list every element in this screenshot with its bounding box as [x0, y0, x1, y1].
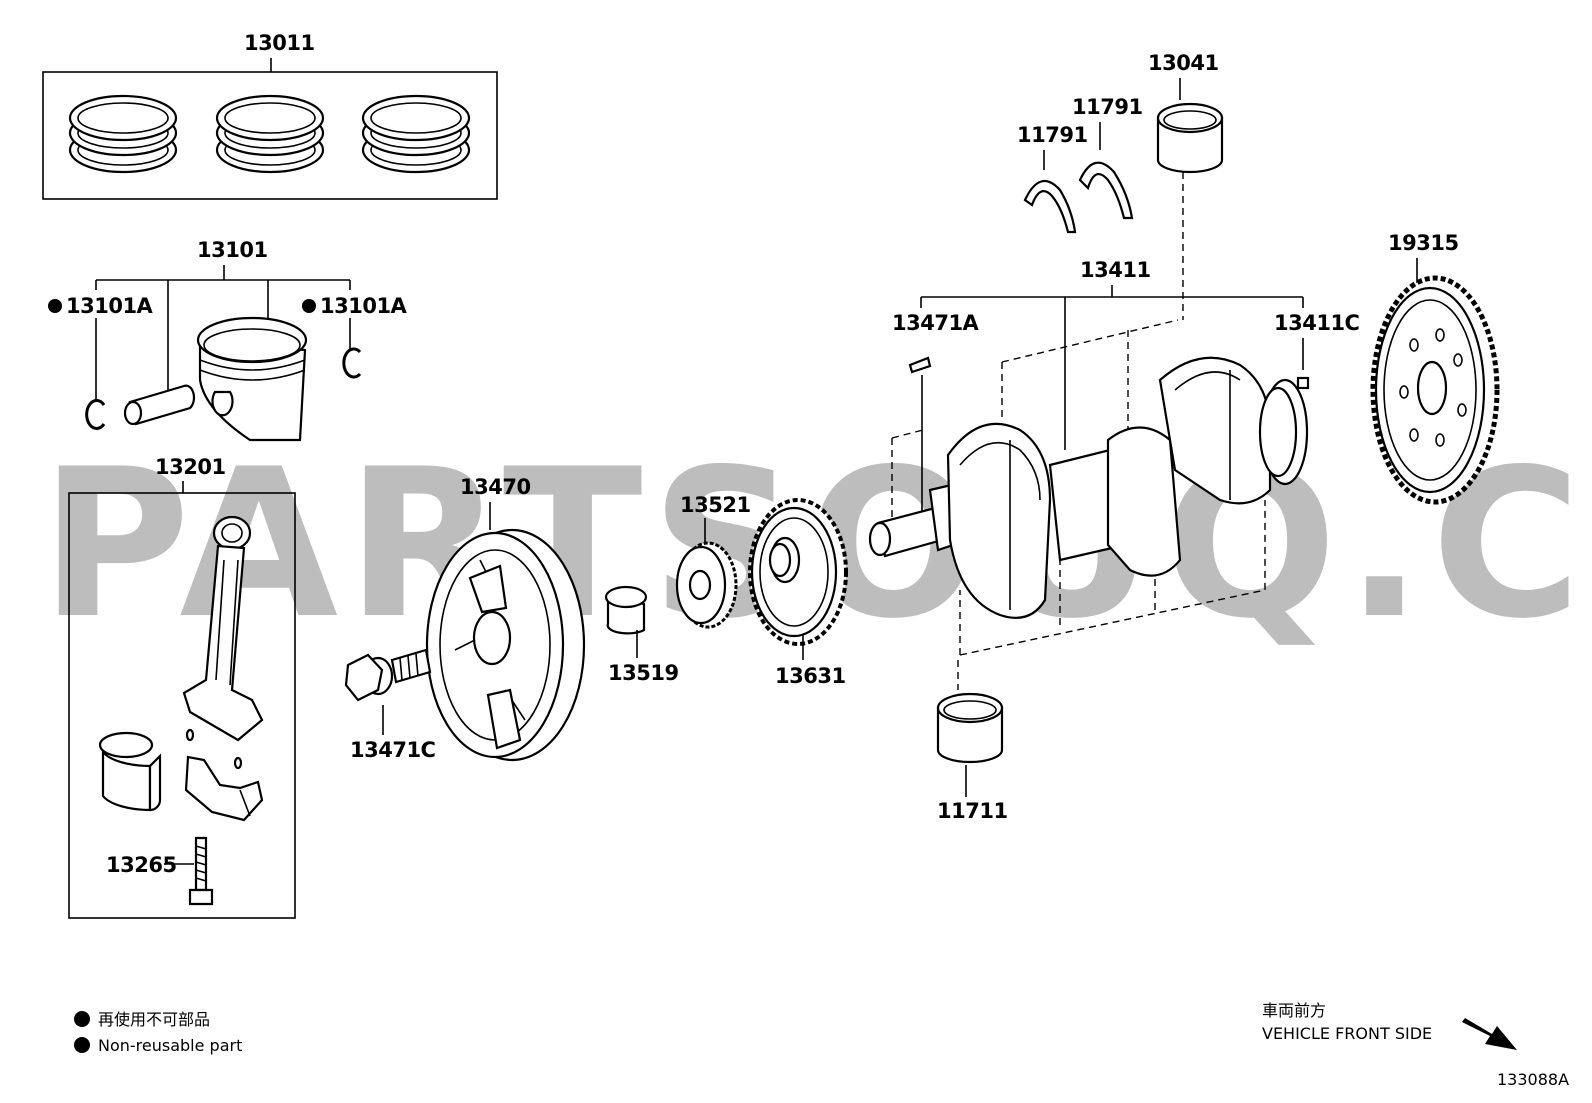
- con-rod-cap: [184, 728, 264, 822]
- label-13201[interactable]: 13201: [155, 455, 226, 479]
- label-11711[interactable]: 11711: [937, 799, 1008, 823]
- label-13471C[interactable]: 13471C: [350, 738, 436, 762]
- label-13011[interactable]: 13011: [244, 31, 315, 55]
- diagram-id: 133088A: [1497, 1070, 1569, 1089]
- piston-ring-set: [42, 58, 498, 200]
- piston: [196, 316, 308, 442]
- label-13041[interactable]: 13041: [1148, 51, 1219, 75]
- label-13521[interactable]: 13521: [680, 493, 751, 517]
- label-13471A[interactable]: 13471A: [892, 311, 980, 335]
- piston-pin: [123, 384, 196, 426]
- crankshaft-leader-lines: [920, 285, 1304, 450]
- crankshaft: [868, 319, 1309, 690]
- crank-pin-plug: [1296, 376, 1310, 390]
- piston-ring-3: [361, 94, 471, 174]
- crank-timing-sprocket: [675, 541, 738, 629]
- bearing-shell-con-rod: [98, 731, 162, 812]
- non-reusable-marker-right: [302, 299, 316, 313]
- legend-text-jp: 再使用不可部品: [98, 1010, 210, 1029]
- orientation-text-en: VEHICLE FRONT SIDE: [1262, 1024, 1432, 1043]
- thrust-washer-right: [1078, 161, 1134, 220]
- snap-ring-left: [85, 399, 106, 430]
- thrust-washer-left: [1023, 179, 1077, 234]
- label-13470[interactable]: 13470: [460, 475, 531, 499]
- con-rod-box: [68, 492, 296, 919]
- orientation-text-jp: 車両前方: [1262, 1001, 1326, 1020]
- crank-bearing-upper: [1156, 102, 1224, 174]
- woodruff-key: [908, 356, 932, 374]
- label-13265[interactable]: 13265: [106, 853, 177, 877]
- label-13101A-right[interactable]: 13101A: [320, 294, 408, 318]
- piston-ring-2: [215, 94, 325, 174]
- con-rod-bolt: [188, 836, 214, 906]
- pulley-bolt: [344, 648, 432, 702]
- label-13101[interactable]: 13101: [197, 238, 268, 262]
- non-reusable-marker-left: [48, 299, 62, 313]
- piston-leader-lines: [95, 265, 351, 400]
- label-13411[interactable]: 13411: [1080, 258, 1151, 282]
- front-direction-arrow-icon: [1462, 1018, 1517, 1050]
- timing-rotor-plate: [1370, 275, 1500, 505]
- crank-bearing-lower: [936, 692, 1004, 764]
- label-13631[interactable]: 13631: [775, 664, 846, 688]
- piston-ring-1: [68, 94, 178, 174]
- crankshaft-pulley: [425, 528, 586, 762]
- label-13519[interactable]: 13519: [608, 661, 679, 685]
- legend-marker-jp: [74, 1011, 90, 1027]
- snap-ring-right: [342, 347, 362, 379]
- label-11791-left[interactable]: 11791: [1017, 123, 1088, 147]
- label-13101A-left[interactable]: 13101A: [66, 294, 154, 318]
- connecting-rod: [182, 515, 264, 742]
- legend-marker-en: [74, 1037, 90, 1053]
- label-11791-right[interactable]: 11791: [1072, 95, 1143, 119]
- legend-text-en: Non-reusable part: [98, 1036, 242, 1055]
- label-13411C[interactable]: 13411C: [1274, 311, 1360, 335]
- crank-spacer: [604, 585, 648, 635]
- label-19315[interactable]: 19315: [1388, 231, 1459, 255]
- crank-gear: [748, 498, 848, 646]
